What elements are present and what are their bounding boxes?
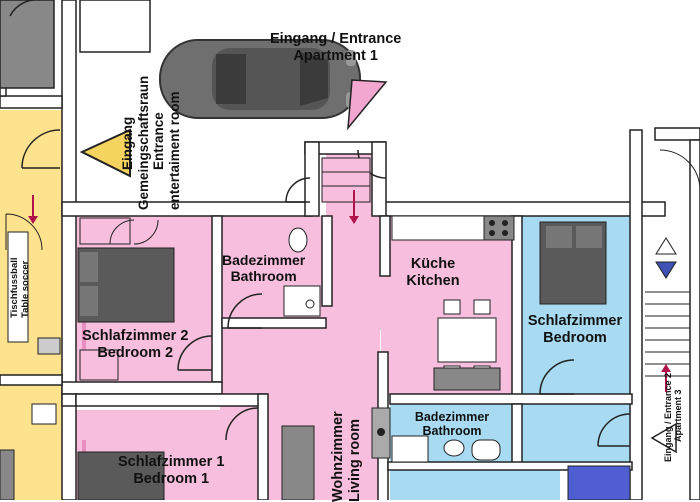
door-swing-icon [227, 293, 263, 329]
door-swing-icon [21, 129, 61, 169]
label-living-room-en: Living room [346, 419, 363, 502]
label-kitchen-en: Kitchen [406, 272, 460, 289]
label-bedroom1: Schlafzimmer 1 Bedroom 1 [118, 454, 224, 487]
room-fills [0, 110, 633, 500]
label-entrance-apartment1-en: Apartment 1 [293, 47, 378, 64]
dining-table-icon [437, 299, 497, 381]
shower-icon [391, 435, 429, 463]
door-swing-icon [5, 213, 43, 251]
warning-triangle-icon [79, 128, 131, 178]
label-entrance-apartment3: Eingang / Entrance 2 Apartment 3 [663, 373, 684, 462]
label-entrance-common: Eingang Gemeingschaftsraun Entrance ente… [120, 10, 182, 210]
table-soccer-icon [7, 231, 29, 343]
toilet-icon [288, 227, 308, 253]
entrance-arrow-icon [347, 79, 388, 131]
label-bedroom2: Schlafzimmer 2 Bedroom 2 [82, 328, 188, 361]
door-swing-icon [539, 359, 575, 395]
label-bedroom1-de: Schlafzimmer 1 [118, 454, 225, 470]
desk-icon [79, 349, 119, 381]
label-entrance-common-l3: Entrance [151, 112, 167, 170]
door-swing-icon [285, 177, 311, 203]
door-swing-icon [109, 219, 159, 245]
warning-triangle-icon [650, 422, 677, 454]
label-entrance-common-l4: entertaiment room [166, 91, 182, 210]
label-entrance-common-l1: Eingang [120, 116, 135, 170]
chair-icon [31, 403, 57, 425]
cabinet-icon [281, 425, 315, 500]
sofa-icon [433, 367, 501, 391]
label-entrance-apartment1-de: Eingang / Entrance [270, 31, 402, 47]
blue-right-lower-fill [515, 404, 633, 464]
label-entrance-apartment3-l1: Eingang / Entrance 2 [663, 372, 673, 462]
door-swing-icon [9, 0, 40, 17]
stove-icon [483, 215, 515, 241]
label-bedroom-right-en: Bedroom [543, 329, 607, 346]
label-bedroom1-en: Bedroom 1 [133, 470, 210, 487]
label-living-room: Wohnzimmer Living room [330, 411, 363, 502]
toilet-icon [443, 439, 465, 457]
wardrobe-icon [79, 217, 131, 245]
label-kitchen: Küche Kitchen [398, 256, 468, 289]
door-swing-icon [177, 335, 213, 371]
label-table-soccer: Tischfussball Table soccer [9, 257, 32, 318]
blue-furniture [567, 465, 631, 500]
label-bathroom-top-de: Badezimmer [222, 252, 306, 268]
triangle-blue-icon [655, 261, 677, 279]
label-bedroom2-de: Schlafzimmer 2 [82, 328, 189, 344]
neighbour-block [0, 0, 55, 89]
label-bedroom-right-de: Schlafzimmer [527, 313, 623, 329]
label-bathroom-small-de: Badezimmer [414, 410, 490, 424]
car-icon [159, 39, 361, 119]
label-bathroom-small-en: Bathroom [422, 424, 482, 439]
label-table-soccer-en: Table soccer [19, 260, 31, 318]
label-entrance-apartment1: Eingang / Entrance Apartment 1 [270, 31, 401, 64]
label-entrance-apartment3-l2: Apartment 3 [673, 389, 684, 442]
bed-icon [77, 451, 165, 500]
stairs-icon [645, 291, 690, 377]
label-entrance-common-l2: Gemeingschaftsraun [135, 75, 151, 210]
neighbour-box [79, 0, 151, 53]
red-arrow-icon [28, 216, 38, 224]
stairs-icon [321, 157, 371, 203]
lamp-icon [377, 428, 385, 436]
red-arrow-icon [349, 216, 359, 224]
door-swing-icon [597, 413, 631, 447]
label-bathroom-small: Badezimmer Bathroom [404, 410, 500, 439]
bed-icon [77, 247, 175, 323]
door-swing-icon [225, 407, 259, 441]
label-living-room-de: Wohnzimmer [330, 411, 346, 502]
label-bedroom2-en: Bedroom 2 [97, 344, 174, 361]
label-kitchen-de: Küche [410, 256, 456, 272]
label-bathroom-top-en: Bathroom [230, 268, 297, 285]
sink-icon [305, 299, 315, 309]
shower-icon [283, 285, 321, 317]
triangle-outline-icon [655, 237, 677, 255]
label-bathroom-top: Badezimmer Bathroom [222, 252, 305, 284]
bed-icon [539, 221, 607, 305]
sink-icon [471, 439, 501, 461]
label-bedroom-right: Schlafzimmer Bedroom [517, 313, 633, 346]
door-swing-icon [659, 149, 700, 191]
red-arrow-icon [661, 364, 671, 372]
bench-icon [37, 337, 61, 355]
sofa-icon [0, 449, 15, 500]
